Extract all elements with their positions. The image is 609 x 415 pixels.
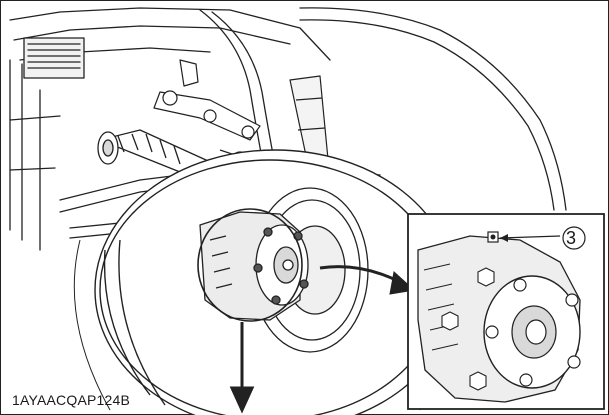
figure-reference-code: 1AYAACQAP124B	[12, 392, 131, 408]
wheel-hub-assembly	[199, 211, 309, 321]
callout-number: 3	[566, 228, 577, 248]
removal-arrow	[229, 322, 255, 414]
detail-circle	[197, 208, 303, 322]
detail-inset	[407, 213, 605, 410]
